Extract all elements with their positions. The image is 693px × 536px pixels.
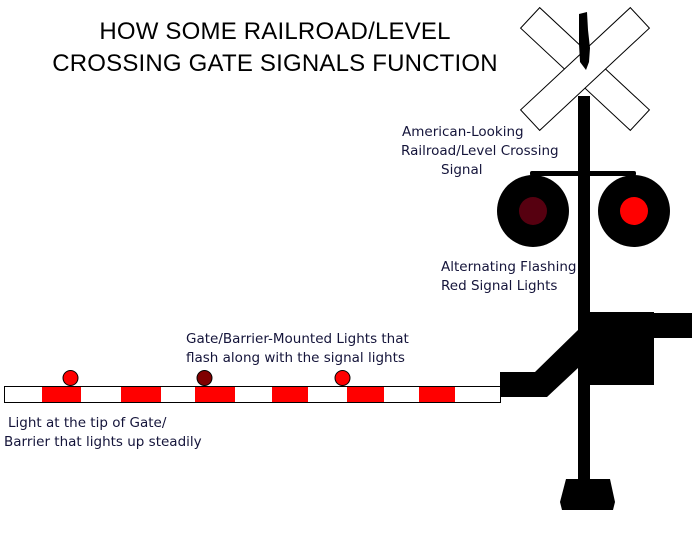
gate-flashing-light-1: [196, 370, 213, 386]
pole-top: [579, 12, 590, 70]
gate-mechanism-box: [590, 312, 654, 385]
gate-flashing-light-2: [334, 370, 351, 386]
gate-stripe: [419, 387, 455, 402]
signal-crossbar: [530, 171, 636, 176]
crossbuck: [519, 6, 651, 132]
tip-light-label-line-2: Barrier that lights up steadily: [4, 434, 202, 450]
title-line-1: HOW SOME RAILROAD/LEVEL: [99, 18, 451, 45]
gate-stripe: [195, 387, 235, 402]
gate-stripe: [42, 387, 81, 402]
gate-stripe: [121, 387, 161, 402]
pole-base: [560, 479, 615, 510]
flashing-label-line-2: Red Signal Lights: [441, 278, 558, 294]
gate-arm-mount: [500, 330, 578, 397]
signal-label-line-2: Railroad/Level Crossing: [401, 143, 559, 159]
gate-stripe: [272, 387, 308, 402]
signal-pole: [578, 96, 590, 494]
crossbuck-bar-2: [519, 6, 651, 132]
gate-tip-light: [62, 370, 79, 386]
flashing-label-line-1: Alternating Flashing: [441, 259, 577, 275]
title-line-2: CROSSING GATE SIGNALS FUNCTION: [52, 50, 498, 77]
gate-lights-label-line-1: Gate/Barrier-Mounted Lights that: [186, 331, 409, 347]
signal-light-left: [519, 197, 547, 225]
gate-lights-label-line-2: flash along with the signal lights: [186, 350, 405, 366]
gate-barrier: [4, 386, 501, 403]
tip-light-label-line-1: Light at the tip of Gate/: [8, 415, 167, 431]
signal-label-line-3: Signal: [441, 162, 483, 178]
gate-stripe: [347, 387, 384, 402]
signal-label-line-1: American-Looking: [402, 124, 524, 140]
gate-counterweight-arm: [650, 313, 692, 338]
signal-light-right: [620, 197, 648, 225]
